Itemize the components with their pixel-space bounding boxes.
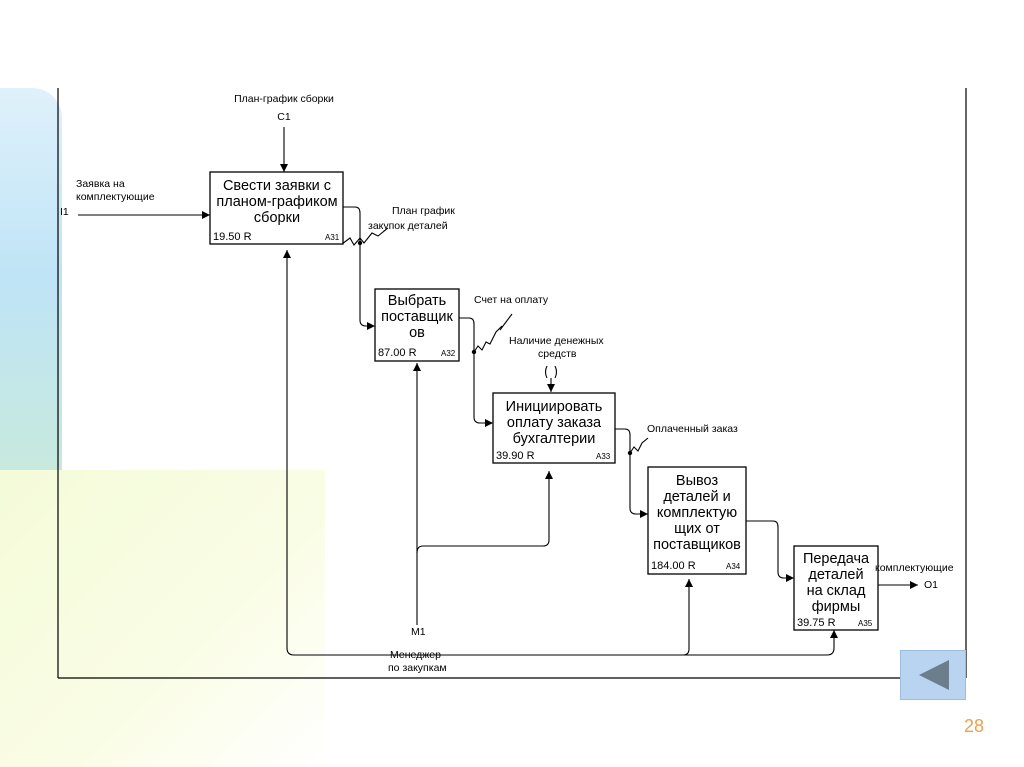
junction-dots <box>357 240 633 456</box>
label-funds: средств <box>538 348 577 360</box>
box-node-id: A35 <box>858 619 873 628</box>
label-plan-purchases: План график <box>392 205 455 217</box>
activity-box-a34: Вывоз деталей и комплектую щих от постав… <box>647 466 747 575</box>
arrow-mechanism-a33 <box>416 471 553 554</box>
activity-box-a33: Инициировать оплату заказа бухгалтерии 3… <box>492 392 616 464</box>
box-title: деталей и <box>663 489 730 505</box>
box-title: планом-графиком <box>216 194 337 210</box>
activity-box-a31: Свести заявки с планом-графиком сборки 1… <box>209 171 344 245</box>
label-mechanism: по закупкам <box>388 662 447 674</box>
box-title: ов <box>409 325 425 341</box>
box-title: деталей <box>808 567 863 583</box>
label-invoice: Счет на оплату <box>474 294 549 306</box>
box-title: комплектую <box>657 505 737 521</box>
arrow-a32-a33 <box>459 317 493 427</box>
activity-box-a32: Выбрать поставщик ов 87.00 R A32 <box>374 288 460 362</box>
arrow-mechanism-a31 <box>283 250 295 656</box>
label-mechanism-code: M1 <box>411 626 426 638</box>
arrow-mechanism-bottom <box>294 579 693 656</box>
box-title: оплату заказа <box>507 415 602 431</box>
box-title: Выбрать <box>388 293 446 309</box>
box-title: щих от <box>674 521 720 537</box>
label-output: комплектующие <box>875 562 954 574</box>
box-node-id: A34 <box>726 562 741 571</box>
box-title: фирмы <box>812 599 860 615</box>
label-control: План-график сборки <box>234 93 334 105</box>
box-title: Передача <box>803 551 870 567</box>
label-output-code: O1 <box>924 579 938 591</box>
activity-box-a35: Передача деталей на склад фирмы 39.75 R … <box>793 545 879 631</box>
connector-arrows <box>78 127 918 656</box>
box-node-id: A32 <box>441 349 456 358</box>
box-title: поставщик <box>381 309 453 325</box>
label-input: комплектующие <box>76 191 155 203</box>
box-node-id: A31 <box>325 233 340 242</box>
box-node-id: A33 <box>596 452 611 461</box>
box-title: Свести заявки с <box>223 178 331 194</box>
label-paid-order: Оплаченный заказ <box>647 423 738 435</box>
label-funds: Наличие денежных <box>509 335 604 347</box>
arrow-a34-a35 <box>746 520 794 582</box>
box-cost: 39.90 R <box>496 450 535 462</box>
squiggle-control-funds <box>544 365 558 379</box>
label-control-code: C1 <box>277 111 291 123</box>
box-cost: 39.75 R <box>797 617 836 629</box>
box-title: бухгалтерии <box>513 431 596 447</box>
box-cost: 87.00 R <box>378 347 417 359</box>
squiggle-funds <box>499 313 513 331</box>
label-input-code: I1 <box>60 206 69 218</box>
label-plan-purchases: закупок деталей <box>368 220 448 232</box>
box-title: Инициировать <box>506 399 603 415</box>
box-title: поставщиков <box>653 537 741 553</box>
box-cost: 19.50 R <box>213 231 252 243</box>
squiggle-invoice <box>473 325 503 353</box>
box-title: сборки <box>254 210 300 226</box>
label-mechanism: Менеджер <box>390 649 441 661</box>
box-title: на склад <box>807 583 866 599</box>
arrow-mechanism-a35 <box>683 630 838 656</box>
diagram-frame <box>57 88 967 679</box>
arrow-labels: План-график сборки C1 Заявка на комплект… <box>60 93 954 674</box>
squiggle-paid <box>629 437 649 454</box>
back-arrow-icon <box>919 660 949 690</box>
arrow-a31-a32 <box>343 206 375 330</box>
back-button[interactable] <box>900 650 966 700</box>
arrow-a33-a34 <box>615 428 648 518</box>
label-input: Заявка на <box>76 178 125 190</box>
page-number: 28 <box>964 716 985 736</box>
squiggle-plan <box>341 227 389 246</box>
box-cost: 184.00 R <box>651 560 696 572</box>
box-title: Вывоз <box>676 473 719 489</box>
